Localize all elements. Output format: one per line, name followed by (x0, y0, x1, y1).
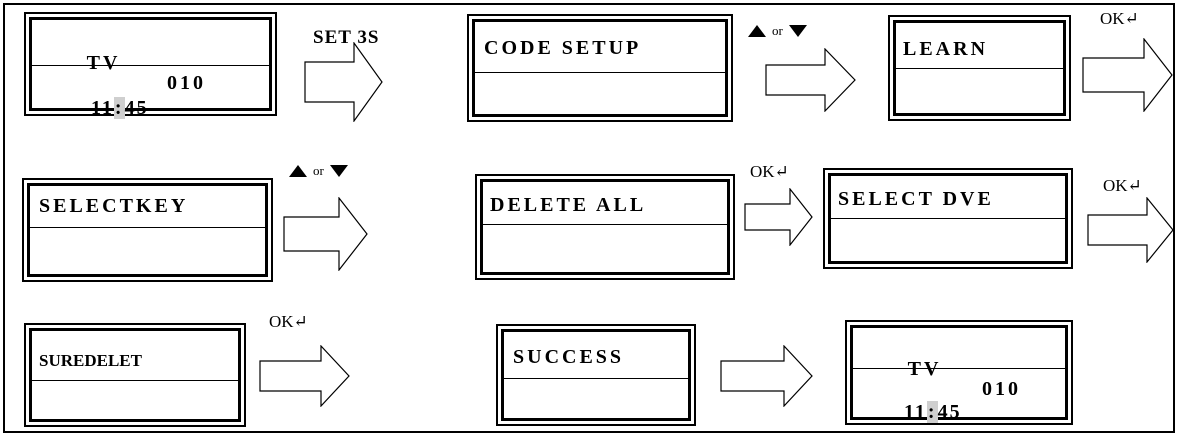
screen-text-suredelet: SUREDELET (39, 351, 142, 370)
screen-text-learn: LEARN (903, 38, 989, 60)
screen-text-selectkey: SELECTKEY (39, 195, 189, 217)
lcd-screen-tv-start: TV 010 11:45 (24, 12, 277, 119)
lcd-screen-learn: LEARN (888, 15, 1071, 121)
right-arrow-icon (1082, 38, 1173, 112)
right-arrow-icon (259, 345, 350, 407)
lcd-screen-delete-all: DELETE ALL (475, 174, 735, 280)
clock-minute: 45 (937, 401, 962, 423)
lcd-screen-tv-end: TV 010 11:45 (845, 320, 1073, 425)
screen-text-delete-all: DELETE ALL (490, 194, 647, 216)
clock-colon-cursor: : (113, 97, 125, 119)
clock-minute: 45 (124, 97, 149, 119)
set-hold-label: SET 3S (313, 27, 380, 48)
right-arrow-icon (765, 48, 856, 112)
up-or-down-label: or (748, 24, 807, 37)
down-triangle-icon (329, 164, 348, 177)
lcd-screen-code-setup: CODE SETUP (467, 14, 733, 122)
screen-text-code-setup: CODE SETUP (484, 37, 642, 59)
screen-text-success: SUCCESS (513, 346, 625, 368)
screen-clock: 11:45 (862, 382, 962, 442)
up-triangle-icon (289, 164, 307, 177)
right-arrow-icon (720, 345, 813, 407)
diagram-frame (3, 3, 1175, 433)
screen-mode-label: TV (907, 358, 942, 380)
lcd-screen-success: SUCCESS (496, 324, 696, 426)
screen-text-select-dve: SELECT DVE (838, 188, 994, 210)
right-arrow-icon (304, 42, 383, 122)
clock-hour: 11 (91, 97, 114, 119)
lcd-screen-suredelet: SUREDELET (24, 323, 246, 427)
or-word: or (313, 163, 324, 178)
right-arrow-icon (283, 197, 368, 271)
up-or-down-label: or (289, 164, 348, 177)
screen-clock: 11:45 (49, 78, 149, 138)
up-triangle-icon (748, 24, 766, 37)
or-word: or (772, 23, 783, 38)
screen-code-number: 010 (982, 378, 1021, 400)
right-arrow-icon (744, 188, 813, 246)
right-arrow-icon (1087, 197, 1174, 263)
ok-key-label: OK↵ (269, 312, 308, 331)
ok-key-label: OK↵ (1103, 176, 1142, 195)
lcd-screen-select-dve: SELECT DVE (823, 168, 1073, 269)
screen-code-number: 010 (167, 72, 206, 94)
screen-mode-label: TV (86, 52, 121, 74)
down-triangle-icon (788, 24, 807, 37)
ok-key-label: OK↵ (750, 162, 789, 181)
clock-colon-cursor: : (926, 401, 938, 423)
ok-key-label: OK↵ (1100, 9, 1139, 28)
lcd-screen-selectkey: SELECTKEY (22, 178, 273, 282)
clock-hour: 11 (904, 401, 927, 423)
